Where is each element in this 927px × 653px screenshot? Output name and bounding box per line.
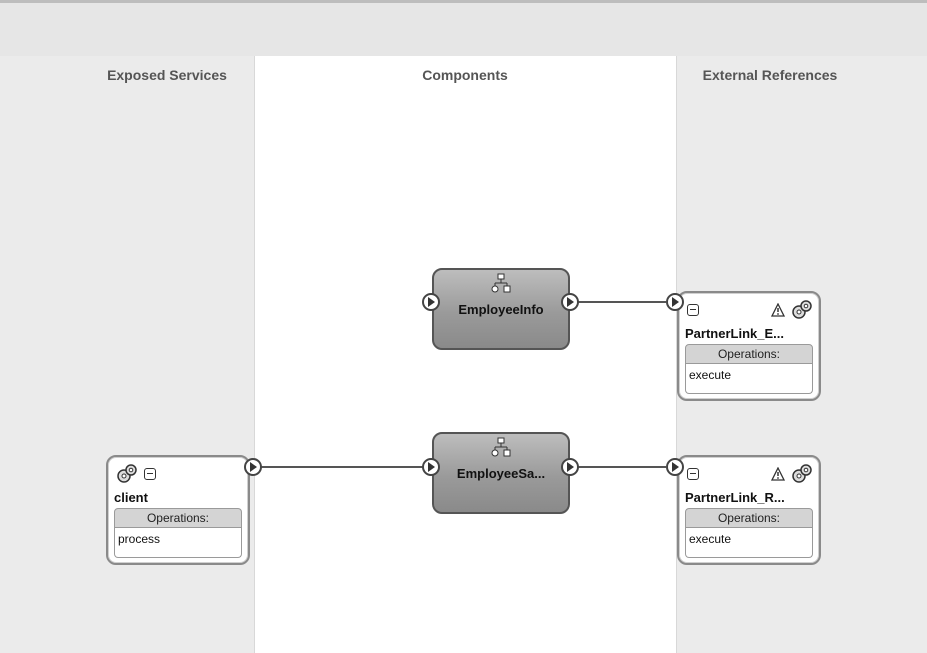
reference-partnerlink-r[interactable]: PartnerLink_R... Operations: execute (677, 455, 821, 565)
component-employeesa[interactable]: EmployeeSa... (432, 432, 570, 514)
operations-list: execute (685, 363, 813, 394)
reference-port-partnerlink-e[interactable] (666, 293, 684, 311)
reference-header (687, 299, 813, 321)
warning-icon (771, 303, 785, 317)
component-reference-port[interactable] (561, 458, 579, 476)
reference-name: PartnerLink_R... (685, 490, 785, 505)
collapse-icon[interactable] (144, 468, 156, 480)
operations-list: execute (685, 527, 813, 558)
component-service-port[interactable] (422, 293, 440, 311)
gear-icon (792, 464, 812, 483)
service-port-client[interactable] (244, 458, 262, 476)
process-flow-icon (491, 437, 511, 457)
reference-partnerlink-e[interactable]: PartnerLink_E... Operations: execute (677, 291, 821, 401)
operation-item[interactable]: execute (689, 532, 732, 546)
lane-title-exposed-services: Exposed Services (107, 67, 227, 83)
reference-port-partnerlink-r[interactable] (666, 458, 684, 476)
operations-header: Operations: (685, 344, 813, 364)
lane-title-external-references: External References (702, 67, 838, 83)
service-name: client (114, 490, 148, 505)
component-name: EmployeeInfo (458, 302, 544, 317)
process-flow-icon (491, 273, 511, 293)
warning-icon (771, 467, 785, 481)
collapse-icon[interactable] (687, 468, 699, 480)
swimlane-components (254, 56, 677, 653)
editor-toolbar-area (0, 0, 927, 56)
operations-header: Operations: (114, 508, 242, 528)
reference-name: PartnerLink_E... (685, 326, 784, 341)
operation-item[interactable]: execute (689, 368, 732, 382)
operations-header: Operations: (685, 508, 813, 528)
service-client-header (116, 463, 156, 485)
component-reference-port[interactable] (561, 293, 579, 311)
reference-header (687, 463, 813, 485)
component-employeeinfo[interactable]: EmployeeInfo (432, 268, 570, 350)
service-client[interactable]: client Operations: process (106, 455, 250, 565)
component-name: EmployeeSa... (456, 466, 546, 481)
operation-item[interactable]: process (118, 532, 161, 546)
collapse-icon[interactable] (687, 304, 699, 316)
gear-icon (792, 300, 812, 319)
lane-title-components: Components (422, 67, 508, 83)
operations-list: process (114, 527, 242, 558)
component-service-port[interactable] (422, 458, 440, 476)
gear-icon (117, 464, 137, 483)
